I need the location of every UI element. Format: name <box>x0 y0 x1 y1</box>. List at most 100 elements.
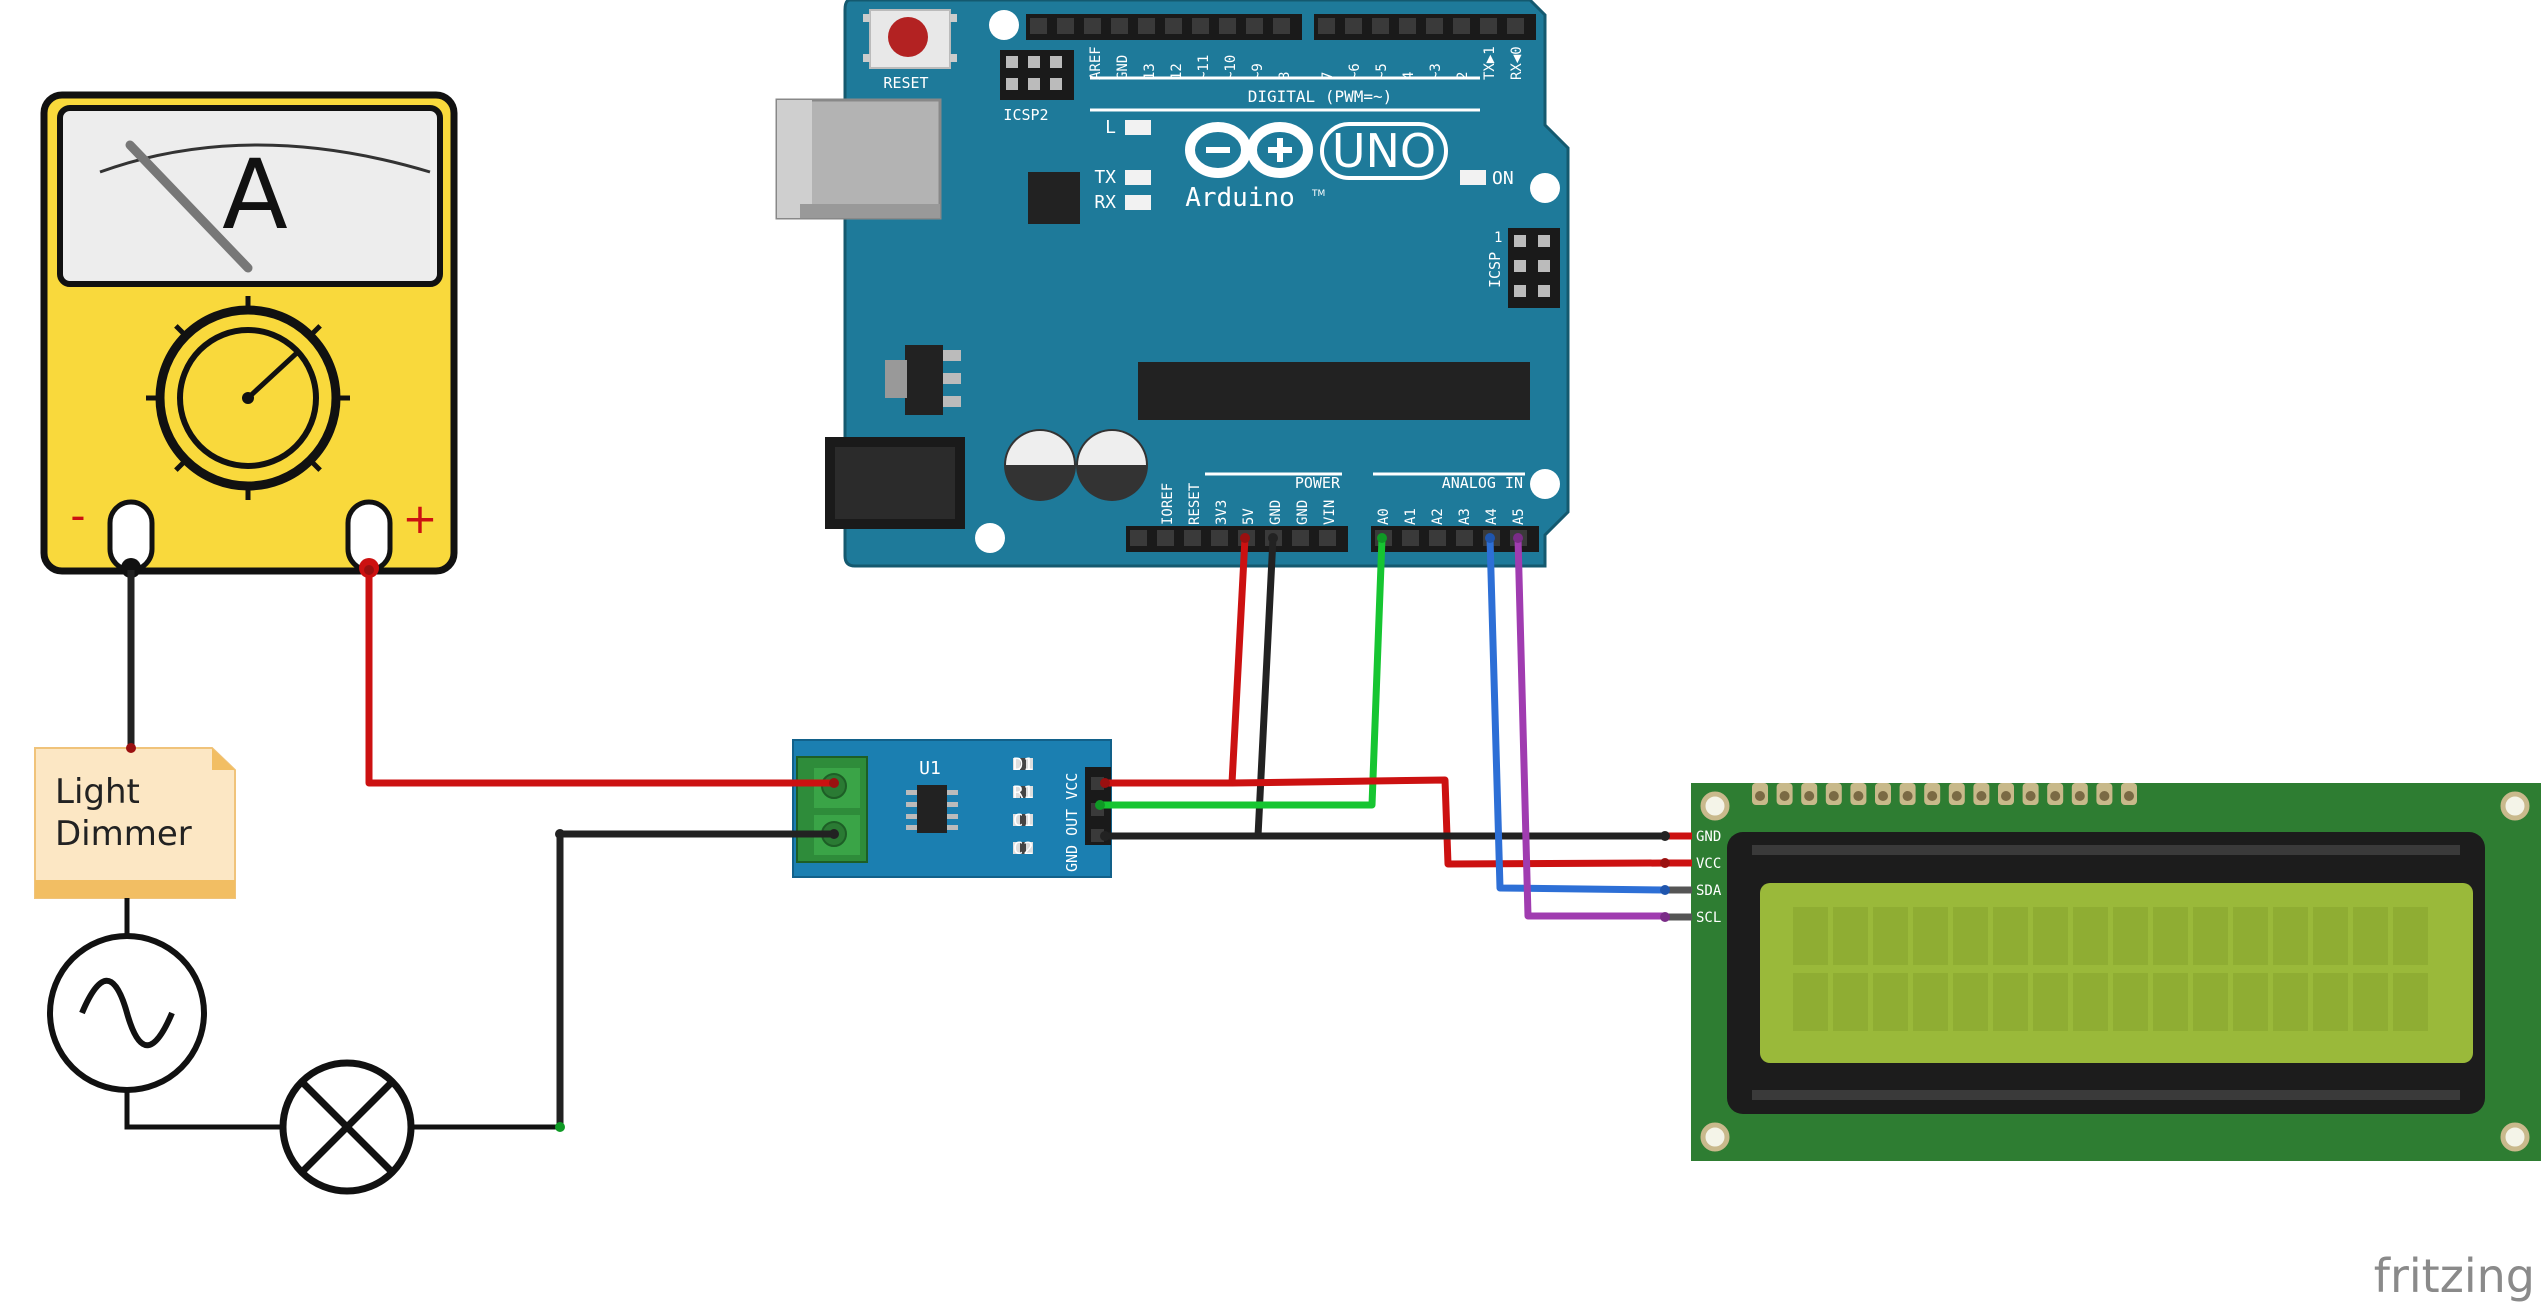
ac-source-symbol <box>47 933 207 1093</box>
lcd-pin-label: SCL <box>1696 910 1721 926</box>
header-pin[interactable] <box>1426 18 1443 34</box>
arduino-infinity-logo <box>1185 122 1313 178</box>
wire-a5-to-scl <box>1514 537 1665 920</box>
header-pin[interactable] <box>1192 18 1209 34</box>
ammeter-dial[interactable] <box>146 296 350 500</box>
header-pin[interactable] <box>1165 18 1182 34</box>
header-pin[interactable] <box>1138 18 1155 34</box>
screw-terminal[interactable] <box>796 756 868 863</box>
sensor-ic <box>906 785 958 833</box>
header-pin[interactable] <box>1402 530 1419 546</box>
header-pin[interactable] <box>1246 18 1263 34</box>
lcd-pin-label: VCC <box>1696 856 1721 872</box>
header-pin[interactable] <box>1111 18 1128 34</box>
wire-endpoint[interactable] <box>1095 800 1105 810</box>
wire-endpoint[interactable] <box>1100 778 1110 788</box>
lcd-character-grid <box>1793 907 2428 1031</box>
header-pin[interactable] <box>1219 18 1236 34</box>
header-pin[interactable] <box>1130 530 1147 546</box>
sensor-part-label: D1 <box>1013 755 1033 775</box>
header-pin[interactable] <box>1345 18 1362 34</box>
header-pin[interactable] <box>1453 18 1470 34</box>
header-pin[interactable] <box>1292 530 1309 546</box>
wire-endpoint[interactable] <box>126 743 136 753</box>
header-pin[interactable] <box>1057 18 1074 34</box>
digital-pin-label: ~9 <box>1250 63 1266 80</box>
header-pin[interactable] <box>1507 18 1524 34</box>
header-pin[interactable] <box>1372 18 1389 34</box>
wire-endpoint[interactable] <box>1660 831 1670 841</box>
wire-vcc-to-lcd <box>1231 776 1666 868</box>
uno-badge <box>1320 122 1448 180</box>
wire-endpoint[interactable] <box>829 778 839 788</box>
digital-header-left <box>1026 14 1302 40</box>
led-tx-label: TX <box>1094 167 1116 188</box>
analog-header-label: ANALOG IN <box>1442 474 1523 492</box>
sensor-part-label: R1 <box>1013 783 1033 803</box>
digital-pin-label: ~11 <box>1196 55 1212 80</box>
light-dimmer-line2: Dimmer <box>55 814 192 854</box>
header-pin[interactable] <box>1319 530 1336 546</box>
wire-endpoint[interactable] <box>1660 885 1670 895</box>
header-pin[interactable] <box>1318 18 1335 34</box>
header-pin[interactable] <box>1273 18 1290 34</box>
reset-button[interactable] <box>863 9 957 69</box>
sensor-ref-label: U1 <box>919 758 941 779</box>
ammeter-negative-terminal[interactable] <box>107 499 155 578</box>
usb-port[interactable] <box>775 98 942 220</box>
ammeter-plus-label: + <box>402 494 437 543</box>
wire-endpoint[interactable] <box>1660 912 1670 922</box>
arduino-uno-board: RESET ICSP2 L TX RX ON UNO Arduino TM AR… <box>775 0 1570 568</box>
analog-pin-label: A3 <box>1457 508 1473 525</box>
header-pin[interactable] <box>1456 530 1473 546</box>
digital-pin-label: ~5 <box>1374 63 1390 80</box>
wire-endpoint[interactable] <box>1513 533 1523 543</box>
power-pin-label: RESET <box>1187 482 1203 525</box>
digital-pin-label: RX◀0 <box>1509 46 1525 80</box>
header-pin[interactable] <box>1157 530 1174 546</box>
power-pin-label: GND <box>1268 500 1284 525</box>
usb-chip <box>1028 172 1080 224</box>
wire-endpoint[interactable] <box>364 565 374 575</box>
ammeter-unit-label: A <box>222 139 288 251</box>
power-jack[interactable] <box>825 437 965 529</box>
lamp-symbol <box>279 1059 415 1195</box>
header-pin[interactable] <box>1480 18 1497 34</box>
wire-endpoint[interactable] <box>1660 858 1670 868</box>
power-header-label: POWER <box>1295 474 1341 492</box>
wire-endpoint[interactable] <box>829 829 839 839</box>
uno-label: UNO <box>1332 124 1436 178</box>
digital-pin-label: 12 <box>1169 63 1185 80</box>
header-pin[interactable] <box>1399 18 1416 34</box>
header-pin[interactable] <box>1084 18 1101 34</box>
wire-endpoint[interactable] <box>1485 533 1495 543</box>
lcd-top-pads <box>1752 783 2137 805</box>
header-pin[interactable] <box>1184 530 1201 546</box>
header-pin[interactable] <box>1030 18 1047 34</box>
microcontroller-chip <box>1138 362 1530 420</box>
header-pin[interactable] <box>1211 530 1228 546</box>
wire-a0-to-sensor-out <box>1100 537 1386 809</box>
wire-endpoint[interactable] <box>1268 533 1278 543</box>
wire-endpoint[interactable] <box>555 1122 565 1132</box>
arduino-tm-label: TM <box>1311 189 1325 199</box>
power-pin-label: IOREF <box>1160 483 1176 525</box>
header-pin[interactable] <box>1429 530 1446 546</box>
digital-header-label: DIGITAL (PWM=~) <box>1248 87 1393 106</box>
wire-endpoint[interactable] <box>1240 533 1250 543</box>
lcd-pin-label: SDA <box>1696 883 1722 899</box>
analog-pin-label: A1 <box>1403 508 1419 525</box>
wire-endpoint[interactable] <box>1377 533 1387 543</box>
wire-endpoint[interactable] <box>1100 831 1110 841</box>
wire-a4-to-sda <box>1486 537 1666 894</box>
schematic-wires <box>124 898 560 1130</box>
analog-pin-label: A0 <box>1376 508 1392 525</box>
wire-endpoint[interactable] <box>555 829 565 839</box>
digital-pin-label: 7 <box>1320 72 1336 80</box>
led-l-label: L <box>1105 117 1116 138</box>
power-pin-label: VIN <box>1322 500 1338 525</box>
